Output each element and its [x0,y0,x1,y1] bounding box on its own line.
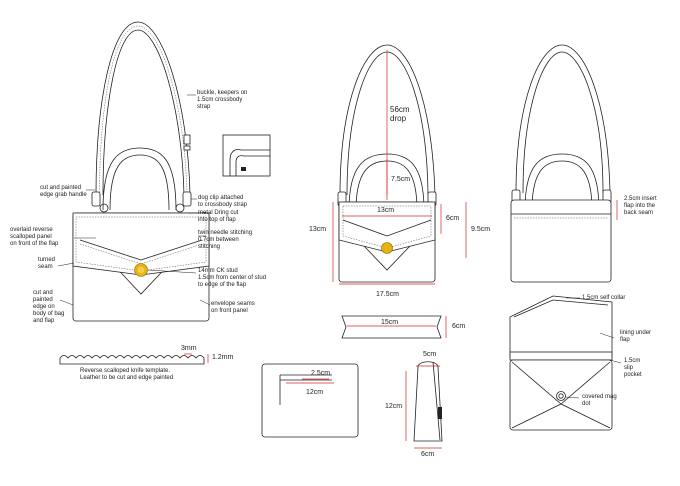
dog-clip-right-icon [182,191,192,207]
dim-1-2mm: 1.2mm [212,354,234,361]
dim-side-6: 6cm [421,451,435,458]
callout-insert-flap: 2.5cm insert flap into the back seam [624,196,657,216]
dim-height-9-5: 9.5cm [471,226,491,233]
callout-painted-edge: cut and painted edge on body of bag and … [33,290,65,324]
front-view-dimensions [332,44,467,285]
callout-d-ring: metal Dring cut into top of flap [198,210,239,223]
front-view-callout [57,21,211,322]
base-view [341,315,447,339]
callout-turned-seam: turned seam [38,257,56,270]
callout-dog-clip: dog clip attached to crossbody strap [198,195,248,208]
dim-flap-6: 6cm [446,215,460,222]
slip-pocket [509,351,613,361]
mag-dot-icon [556,391,566,401]
buckle-icon [183,134,191,145]
callout-self-collar: 1.5cm self collar [582,295,626,301]
dim-side-5: 5cm [423,351,437,358]
callout-twin-needle: twin needle stitching 0.7cm between stit… [198,230,253,250]
crossbody-strap [95,21,191,196]
back-view [510,44,618,283]
scallop-panel [79,239,203,261]
dim-gusset-12: 12cm [306,389,324,396]
dim-drop-56: 56cm drop [390,105,410,123]
dim-width-17-5: 17.5cm [376,291,399,298]
dim-gusset-2-5: 2.5cm [311,370,331,377]
callout-overlaid-panel: overlaid reverse scalloped panel on fron… [10,227,59,247]
dim-height-13: 13cm [309,226,327,233]
scallop-template-strip [59,355,205,365]
callout-edge-handle: cut and painted edge grab handle [40,185,87,198]
gusset-inset [261,363,359,438]
flap [72,212,210,276]
dim-side-12: 12cm [385,403,403,410]
open-flap-view [509,295,622,431]
callout-slip-pocket: 1.5cm slip pocket [624,358,642,378]
callout-ck-stud: 14mm CK stud 1.5cm from center of stud t… [198,268,267,288]
side-view [405,361,443,449]
dim-3mm: 3mm [181,345,197,352]
callout-envelope-seams: envelope seams on front panel [211,301,255,314]
callout-mag-dot: covered mag dot [582,394,617,407]
knife-template [59,353,209,365]
callout-buckle: buckle, keepers on 1.5cm crossbody strap [197,90,248,110]
dim-base-6: 6cm [452,323,466,330]
grab-handle [102,147,177,211]
callout-template-note: Reverse scalloped knife template. Leathe… [80,368,174,381]
dim-drop-7-5: 7.5cm [391,176,411,183]
bag-back-body [510,199,612,283]
dim-base-15: 15cm [381,319,399,326]
dim-width-13: 13cm [377,207,395,214]
callout-lining-flap: lining under flap [620,330,652,343]
handle-detail-inset [222,134,271,177]
dog-clip-left-icon [91,191,101,207]
